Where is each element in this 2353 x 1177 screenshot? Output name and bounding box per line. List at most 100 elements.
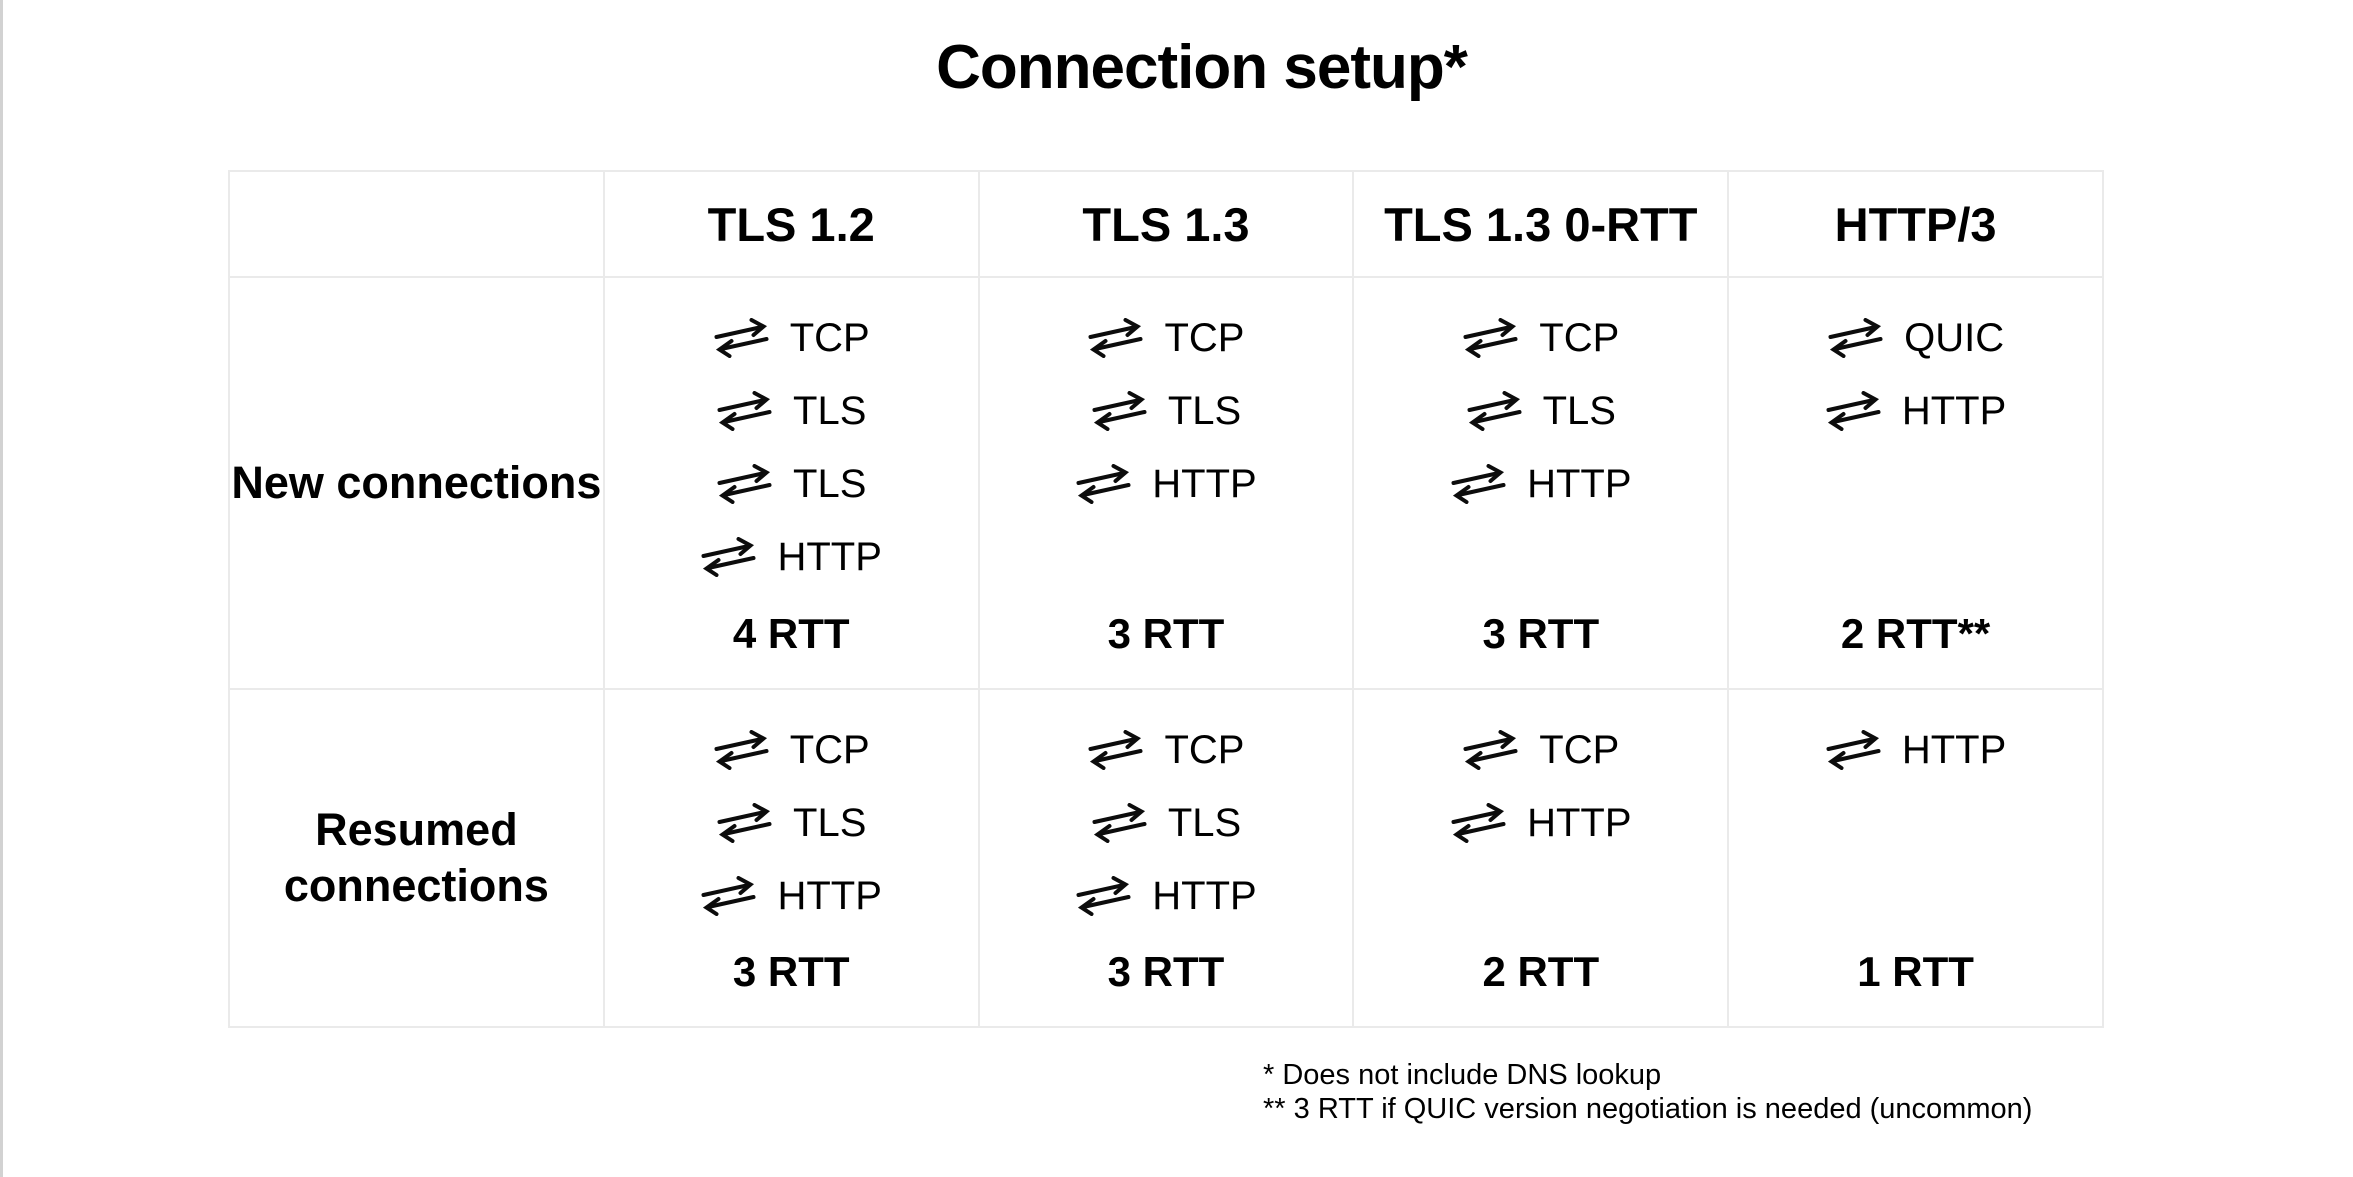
rtt-count: 2 RTT**: [1840, 610, 1991, 658]
round-trip-arrows-icon: [1828, 318, 1883, 359]
step-protocol-label: TLS: [1167, 389, 1242, 434]
rtt-count: 3 RTT: [732, 948, 850, 996]
table-body: New connections TCP TLS TLS: [228, 276, 2104, 1029]
round-trip-arrows-icon: [1826, 391, 1881, 432]
protocol-cell: TCP TLS TLS HTTP 4 RTT: [602, 276, 980, 691]
round-trip-arrows-icon: [701, 537, 756, 578]
round-trip-arrows-icon: [1088, 730, 1143, 771]
step-protocol-label: HTTP: [777, 874, 882, 919]
round-trip-arrows-icon: [1463, 318, 1518, 359]
step-protocol-label: TCP: [1164, 316, 1245, 361]
page-left-edge: [0, 0, 3, 1177]
handshake-step: TLS: [988, 389, 1345, 433]
column-header: TLS 1.2: [602, 170, 980, 279]
handshake-step: HTTP: [1737, 389, 2094, 433]
row-label: New connections: [228, 276, 605, 691]
step-protocol-label: HTTP: [1152, 462, 1257, 507]
table-row: Resumed connections TCP TLS HTTP 3 RTT: [228, 688, 2104, 1029]
handshake-step: HTTP: [988, 874, 1345, 918]
step-protocol-label: TCP: [1539, 316, 1620, 361]
rtt-count: 1 RTT: [1857, 948, 1974, 996]
handshake-steps: TCP TLS HTTP: [613, 728, 970, 918]
handshake-steps: QUIC HTTP: [1737, 316, 2094, 433]
round-trip-arrows-icon: [1088, 318, 1143, 359]
round-trip-arrows-icon: [701, 876, 756, 917]
handshake-step: HTTP: [1362, 801, 1719, 845]
round-trip-arrows-icon: [1826, 730, 1881, 771]
handshake-step: HTTP: [1737, 728, 2094, 772]
round-trip-arrows-icon: [1076, 876, 1131, 917]
step-protocol-label: HTTP: [1527, 462, 1632, 507]
round-trip-arrows-icon: [1451, 464, 1506, 505]
handshake-step: TLS: [988, 801, 1345, 845]
step-protocol-label: TLS: [793, 801, 867, 846]
round-trip-arrows-icon: [714, 318, 769, 359]
rtt-count: 3 RTT: [1107, 948, 1225, 996]
round-trip-arrows-icon: [1463, 730, 1518, 771]
column-header: TLS 1.3: [977, 170, 1355, 279]
rtt-count: 3 RTT: [1107, 610, 1225, 658]
round-trip-arrows-icon: [1467, 391, 1522, 432]
handshake-step: TLS: [1362, 389, 1719, 433]
handshake-step: QUIC: [1737, 316, 2094, 360]
handshake-step: TLS: [613, 389, 970, 433]
step-protocol-label: TLS: [1167, 801, 1242, 846]
step-protocol-label: QUIC: [1904, 316, 2005, 361]
rtt-count: 2 RTT: [1482, 948, 1600, 996]
round-trip-arrows-icon: [714, 730, 769, 771]
handshake-step: TCP: [1362, 316, 1719, 360]
handshake-step: TCP: [988, 316, 1345, 360]
handshake-step: HTTP: [613, 535, 970, 579]
row-label: Resumed connections: [228, 688, 605, 1029]
step-protocol-label: TLS: [793, 389, 867, 434]
step-protocol-label: HTTP: [1901, 728, 2007, 773]
protocol-cell: TCP TLS HTTP 3 RTT: [977, 688, 1355, 1029]
column-header: HTTP/3: [1727, 170, 2104, 279]
handshake-step: TCP: [988, 728, 1345, 772]
handshake-step: HTTP: [1362, 462, 1719, 506]
step-protocol-label: TLS: [1542, 389, 1616, 434]
protocol-cell: TCP HTTP 2 RTT: [1352, 688, 1730, 1029]
page-title: Connection setup*: [936, 33, 1468, 102]
handshake-step: TLS: [613, 462, 970, 506]
step-protocol-label: TLS: [793, 462, 867, 507]
handshake-step: HTTP: [988, 462, 1345, 506]
handshake-step: TCP: [613, 728, 970, 772]
round-trip-arrows-icon: [1092, 803, 1147, 844]
protocol-cell: HTTP 1 RTT: [1727, 688, 2104, 1029]
step-protocol-label: HTTP: [1901, 389, 2007, 434]
handshake-step: HTTP: [613, 874, 970, 918]
column-header: TLS 1.3 0-RTT: [1352, 170, 1730, 279]
handshake-steps: TCP HTTP: [1362, 728, 1719, 845]
protocol-cell: TCP TLS HTTP 3 RTT: [1352, 276, 1730, 691]
handshake-steps: TCP TLS HTTP: [988, 316, 1345, 506]
handshake-step: TCP: [1362, 728, 1719, 772]
protocol-cell: QUIC HTTP 2 RTT**: [1727, 276, 2104, 691]
step-protocol-label: HTTP: [1152, 874, 1257, 919]
round-trip-arrows-icon: [717, 391, 772, 432]
step-protocol-label: TCP: [789, 316, 870, 361]
round-trip-arrows-icon: [1092, 391, 1147, 432]
footnote-quic: ** 3 RTT if QUIC version negotiation is …: [1263, 1093, 2033, 1125]
step-protocol-label: TCP: [1539, 728, 1620, 773]
footnotes: * Does not include DNS lookup ** 3 RTT i…: [1263, 1058, 2032, 1126]
handshake-step: TCP: [613, 316, 970, 360]
round-trip-arrows-icon: [1076, 464, 1131, 505]
rtt-count: 4 RTT: [732, 610, 850, 658]
step-protocol-label: TCP: [1164, 728, 1245, 773]
protocol-cell: TCP TLS HTTP 3 RTT: [602, 688, 980, 1029]
protocol-cell: TCP TLS HTTP 3 RTT: [977, 276, 1355, 691]
handshake-steps: TCP TLS HTTP: [988, 728, 1345, 918]
table-row: New connections TCP TLS TLS: [228, 276, 2104, 691]
round-trip-arrows-icon: [717, 803, 772, 844]
round-trip-arrows-icon: [717, 464, 772, 505]
handshake-steps: TCP TLS HTTP: [1362, 316, 1719, 506]
rtt-count: 3 RTT: [1482, 610, 1600, 658]
corner-cell: [228, 170, 605, 279]
handshake-steps: HTTP: [1737, 728, 2094, 772]
step-protocol-label: HTTP: [1527, 801, 1632, 846]
round-trip-arrows-icon: [1451, 803, 1506, 844]
